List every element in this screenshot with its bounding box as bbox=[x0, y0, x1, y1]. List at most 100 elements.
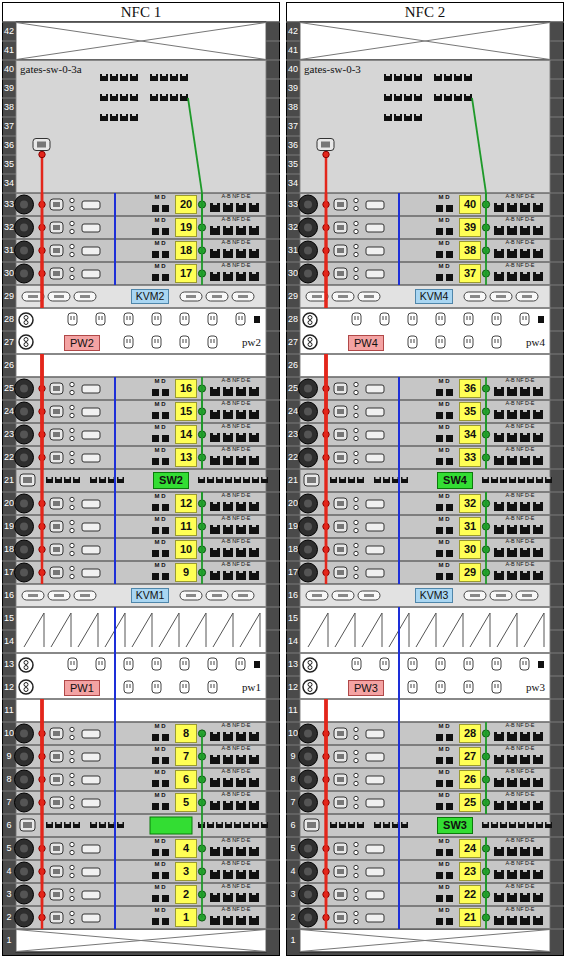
brush-flap bbox=[362, 613, 382, 647]
keyboard-port bbox=[446, 458, 453, 465]
led bbox=[354, 727, 358, 731]
outlet-slot bbox=[158, 684, 159, 688]
power-inlet bbox=[20, 474, 35, 486]
port-notch bbox=[252, 502, 256, 504]
power-plug-pin bbox=[24, 316, 28, 320]
port-notch bbox=[75, 477, 79, 479]
server-chassis bbox=[300, 861, 550, 883]
port-notch bbox=[263, 822, 267, 824]
led bbox=[354, 428, 358, 432]
rail-tick bbox=[286, 400, 300, 401]
port-notch bbox=[218, 477, 222, 479]
power-plug bbox=[19, 313, 33, 327]
ethernet-port bbox=[518, 477, 525, 483]
port-notch bbox=[213, 893, 217, 895]
core-switch: gates-sw-0-3 bbox=[300, 60, 550, 193]
led bbox=[70, 888, 74, 892]
kvm-chassis bbox=[16, 585, 266, 607]
mouse-port bbox=[152, 412, 159, 419]
server-chassis bbox=[16, 838, 266, 860]
led bbox=[354, 758, 358, 762]
port-label: M D bbox=[155, 562, 166, 569]
power-cable bbox=[325, 193, 328, 308]
server-number: 31 bbox=[459, 517, 481, 536]
rail-tick bbox=[550, 262, 564, 263]
led bbox=[354, 505, 358, 509]
kvm-connector-pins bbox=[238, 594, 248, 597]
power-cable bbox=[41, 699, 44, 929]
rail-tick bbox=[286, 929, 300, 930]
ethernet-port bbox=[210, 571, 220, 580]
led bbox=[70, 267, 74, 271]
mouse-port bbox=[152, 734, 159, 741]
kvm-cable bbox=[398, 446, 400, 584]
server: M D25A-B NF D-E bbox=[300, 791, 550, 814]
led bbox=[354, 405, 358, 409]
power-inlet bbox=[334, 889, 347, 900]
port-notch bbox=[510, 755, 514, 757]
rail-tick bbox=[550, 906, 564, 907]
rail-tick bbox=[2, 239, 16, 240]
kvm-connector-pins bbox=[522, 295, 532, 298]
port-notch bbox=[239, 916, 243, 918]
rail-tick bbox=[2, 584, 16, 585]
kvm-cable bbox=[114, 400, 116, 584]
power-inlet-socket bbox=[53, 455, 60, 460]
power-plug-pin bbox=[24, 688, 28, 692]
rack-unit-number: 29 bbox=[286, 285, 300, 308]
power-inlet-socket bbox=[337, 777, 344, 782]
keyboard-port bbox=[162, 458, 169, 465]
kvm-cable bbox=[398, 262, 400, 285]
kvm-cable bbox=[114, 561, 116, 584]
keyboard-port bbox=[162, 251, 169, 258]
server-fan-hub bbox=[304, 776, 312, 784]
port-notch bbox=[497, 801, 501, 803]
rail-tick bbox=[286, 308, 300, 309]
brush-flap bbox=[240, 613, 260, 647]
keyboard-port bbox=[162, 435, 169, 442]
rail-tick bbox=[550, 308, 564, 309]
server-fan bbox=[299, 218, 318, 237]
rail-tick bbox=[266, 837, 280, 838]
ethernet-port bbox=[236, 916, 246, 925]
power-inlet-socket bbox=[53, 386, 60, 391]
rack-unit-number: 29 bbox=[2, 285, 16, 308]
server-fan-hub bbox=[20, 753, 28, 761]
led bbox=[70, 842, 74, 846]
mouse-port bbox=[152, 803, 159, 810]
rack-enclosure: NFC 1gates-sw-0-3aM D20A-B NF D-EM D19A-… bbox=[2, 2, 280, 956]
rail-tick bbox=[550, 722, 564, 723]
ethernet-port bbox=[207, 822, 214, 828]
keyboard-port bbox=[446, 389, 453, 396]
vga-port bbox=[82, 776, 100, 784]
server-number: 12 bbox=[175, 494, 197, 513]
ethernet-port bbox=[520, 502, 530, 511]
server-fan bbox=[299, 448, 318, 467]
port-label: A-B NF D-E bbox=[208, 906, 264, 912]
keyboard-port bbox=[162, 527, 169, 534]
rail-tick bbox=[2, 22, 16, 23]
outlet bbox=[124, 336, 133, 348]
rail-tick bbox=[286, 285, 300, 286]
ethernet-port bbox=[210, 847, 220, 856]
keyboard-port bbox=[446, 918, 453, 925]
ethernet-port bbox=[90, 822, 97, 828]
port-label: A-B NF D-E bbox=[492, 377, 548, 383]
ethernet-port bbox=[494, 732, 504, 741]
server-number: 38 bbox=[459, 241, 481, 260]
mouse-port bbox=[436, 550, 443, 557]
server-number: 17 bbox=[175, 264, 197, 283]
outlet-slot bbox=[239, 316, 240, 320]
kvm-cable bbox=[398, 561, 400, 584]
server: M D19A-B NF D-E bbox=[16, 216, 266, 239]
outlet-slot bbox=[467, 339, 468, 343]
server-fan bbox=[299, 195, 318, 214]
ethernet-port bbox=[520, 870, 530, 879]
server-number: 4 bbox=[175, 839, 197, 858]
brush-flap bbox=[186, 613, 206, 647]
port-notch bbox=[536, 870, 540, 872]
port-label: A-B NF D-E bbox=[208, 216, 264, 222]
rack-unit-number: 8 bbox=[286, 768, 300, 791]
rack-unit-number: 40 bbox=[2, 60, 16, 79]
